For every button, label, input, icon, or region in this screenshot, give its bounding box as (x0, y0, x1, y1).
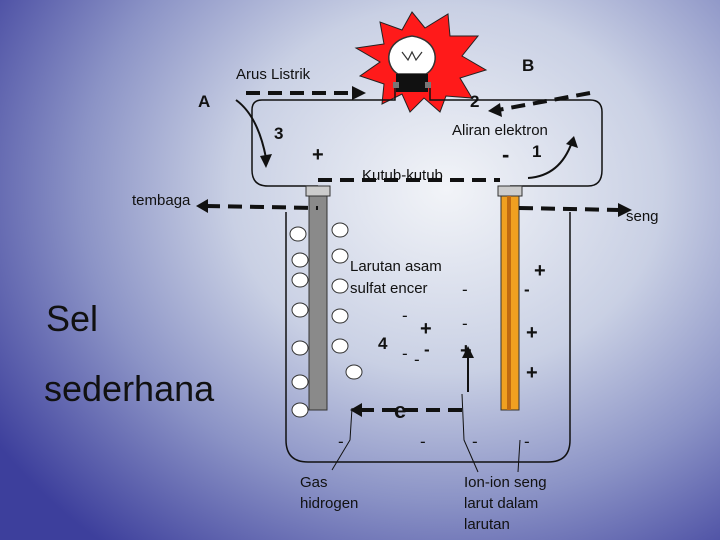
arrowhead-ion (462, 346, 474, 358)
sign-minus: - (420, 432, 426, 451)
label-ion-3: larutan (464, 516, 510, 533)
sign-minus: - (424, 340, 430, 359)
sign-plus: + (460, 340, 472, 362)
sign-plus: + (534, 260, 546, 282)
arrow-aliran-elektron (497, 91, 591, 112)
copper-electrode (308, 195, 328, 411)
label-gas-2: hidrogen (300, 495, 359, 512)
sign-minus-zinc: - (502, 142, 510, 167)
bulb-right-contact (425, 82, 431, 88)
arrowhead-1 (566, 136, 578, 148)
label-seng: seng (626, 208, 659, 225)
sign-minus: - (338, 432, 344, 451)
sign-minus: - (472, 432, 478, 451)
title-line-2: sederhana (44, 368, 215, 409)
light-bulb-icon (388, 35, 436, 92)
sign-plus-copper: + (312, 144, 324, 166)
sign-minus: - (524, 432, 530, 451)
label-arus-listrik: Arus Listrik (236, 66, 311, 83)
wire-left (251, 88, 396, 187)
label-larutan-2: sulfat encer (350, 280, 428, 297)
arrow-seng (518, 206, 621, 212)
label-ion-1: Ion-ion seng (464, 474, 547, 491)
label-2: 2 (470, 92, 480, 111)
zinc-cap (497, 185, 523, 197)
arrow-heads (196, 86, 632, 417)
label-tembaga: tembaga (132, 192, 191, 209)
label-electron: e (394, 398, 407, 423)
label-1: 1 (532, 142, 542, 161)
sign-minus: - (402, 306, 408, 325)
wire-right (429, 88, 603, 187)
label-B: B (522, 56, 535, 75)
bulb-left-contact (393, 82, 399, 88)
sign-plus: + (526, 362, 538, 384)
sign-plus: + (526, 322, 538, 344)
zinc-electrode-stripe (507, 196, 511, 410)
sign-minus: - (402, 344, 408, 363)
hydrogen-bubbles (289, 222, 363, 418)
label-A: A (198, 92, 211, 111)
label-ion-2: larut dalam (464, 495, 539, 512)
solid-arrows (235, 99, 573, 392)
sign-plus: + (420, 318, 432, 340)
sign-minus: - (462, 280, 468, 299)
label-gas-1: Gas (300, 474, 328, 491)
label-3: 3 (274, 124, 284, 143)
arrow-A-down (235, 99, 267, 159)
arrow-tembaga (205, 204, 319, 210)
title-line-1: Sel (46, 298, 99, 339)
label-larutan-1: Larutan asam (350, 258, 442, 275)
arrowhead-A (260, 154, 272, 168)
label-aliran-elektron: Aliran elektron (452, 122, 548, 139)
sign-minus: - (414, 350, 420, 369)
leader-lines (331, 393, 521, 473)
label-kutub-kutub: Kutub-kutub (362, 167, 443, 184)
label-4: 4 (378, 334, 388, 353)
beaker (285, 212, 571, 463)
arrow-1 (527, 141, 573, 179)
sign-minus: - (524, 280, 530, 299)
sign-minus: - (462, 314, 468, 333)
dashed-arrows (205, 91, 621, 412)
copper-cap (305, 185, 331, 197)
